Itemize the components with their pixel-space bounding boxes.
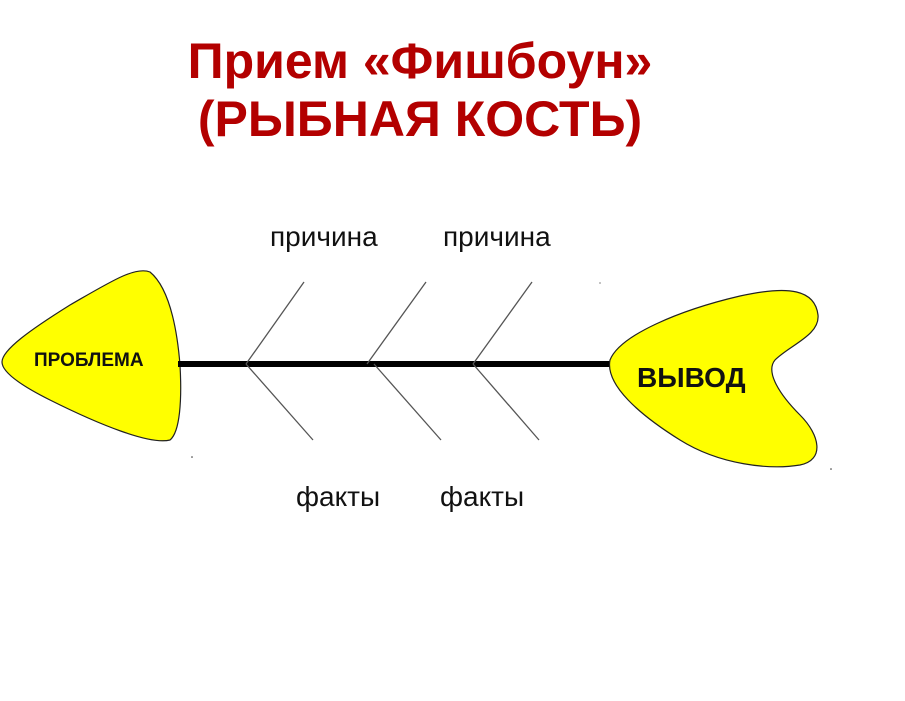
problem-label: ПРОБЛЕМА: [34, 350, 144, 371]
conclusion-tail-shape: [609, 289, 819, 468]
facts-label-2: факты: [440, 481, 525, 512]
cause-label-1: причина: [270, 221, 378, 252]
facts-label-1: факты: [296, 481, 381, 512]
title-line-2: (РЫБНАЯ КОСТЬ): [197, 91, 643, 147]
conclusion-label: ВЫВОД: [637, 362, 746, 393]
cause-label-2: причина: [443, 221, 551, 252]
upper-bones: [245, 281, 533, 365]
lower-bones: [245, 363, 540, 441]
title-line-1: Прием «Фишбоун»: [187, 33, 653, 89]
